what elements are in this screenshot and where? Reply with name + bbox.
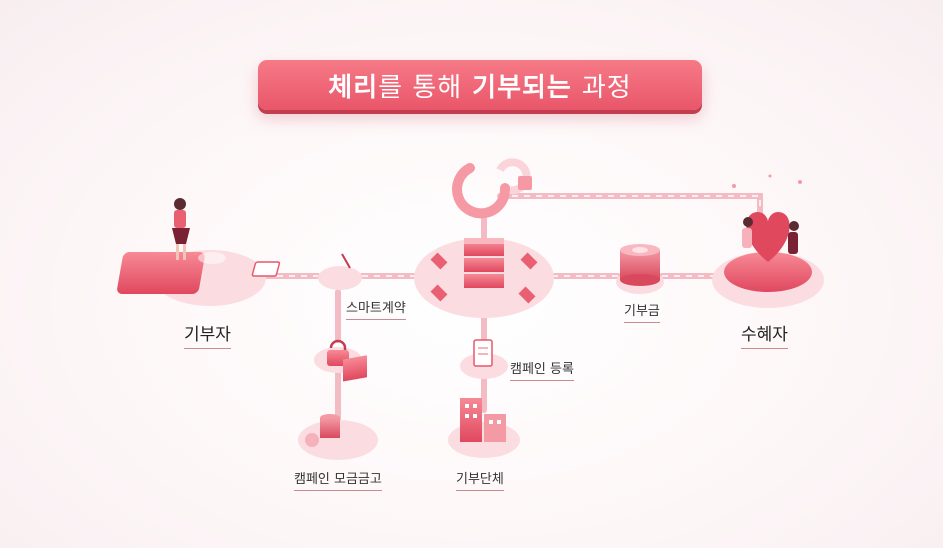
title-banner: 체리 를 통해 기부되는 과정 [258,60,702,110]
label-recipient: 수혜자 [741,320,788,349]
heart-icon [746,212,790,262]
label-campaign-register: 캠페인 등록 [510,358,574,381]
title-part-2: 를 통해 [378,72,463,103]
floating-hearts-icon [732,174,802,188]
title-part-4: 과정 [581,72,632,103]
title-part-3: 기부되는 [472,72,572,103]
document-icon [460,339,508,379]
label-campaign-fund: 캠페인 모금금고 [294,468,382,491]
recipient-people-icon [742,217,799,254]
fund-vault-icon [298,355,378,460]
title-part-1: 체리 [328,72,379,103]
label-organization: 기부단체 [456,468,504,491]
smart-contract-node [251,253,362,290]
cherry-logo-icon [452,158,532,219]
donor-platform [117,250,266,306]
building-icon [448,398,520,458]
donor-person-icon [172,198,190,260]
coin-stack-icon [616,244,664,294]
blockchain-server-node [414,238,554,318]
label-donation: 기부금 [624,300,660,323]
label-smart-contract: 스마트계약 [346,297,406,320]
recipient-platform [712,252,824,308]
label-donor: 기부자 [184,320,231,349]
